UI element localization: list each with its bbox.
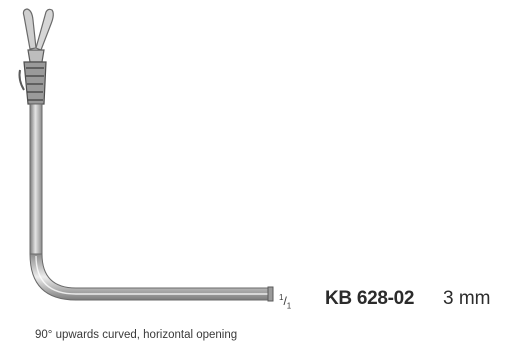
scale-label: 1/1 <box>279 293 292 311</box>
scale-numerator: 1 <box>279 293 284 302</box>
instrument-shaft <box>29 103 43 255</box>
article-number: KB 628-02 <box>325 288 415 309</box>
instrument-joint <box>18 61 47 105</box>
size-label: 3 mm <box>443 288 491 309</box>
handle-jaws <box>22 8 54 63</box>
scale-denominator: 1 <box>286 301 292 311</box>
product-description: 90° upwards curved, horizontal opening <box>35 329 238 341</box>
instrument-tip <box>267 286 274 302</box>
